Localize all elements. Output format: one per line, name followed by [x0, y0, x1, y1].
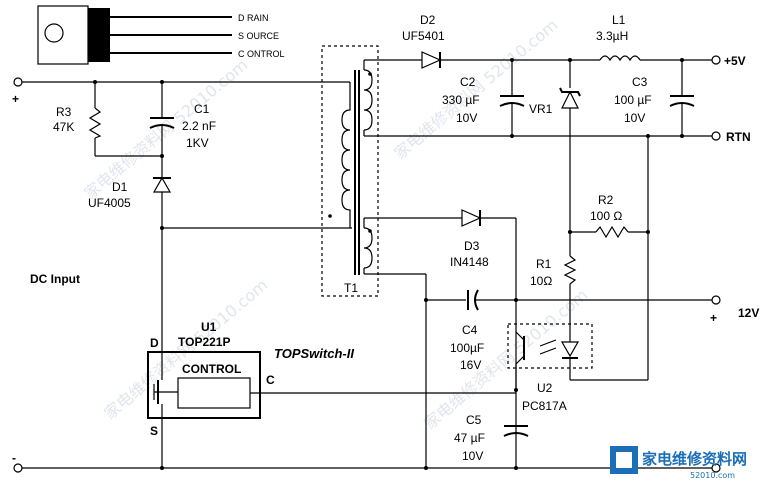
- c2-ref: C2: [460, 75, 476, 89]
- c4-voltage: 16V: [460, 358, 481, 372]
- u1-ref: U1: [201, 320, 217, 334]
- optocoupler-led: [560, 341, 580, 358]
- c5-ref: C5: [466, 413, 482, 427]
- logo-text: 家电维修资料网: [642, 450, 747, 468]
- r2-resistor: [595, 225, 629, 239]
- l1-value: 3.3µH: [596, 29, 628, 43]
- t1-ref: T1: [344, 281, 358, 295]
- u1-part: TOP221P: [178, 335, 230, 349]
- output-rtn-terminal: [711, 131, 721, 141]
- bias-supply: D3 IN4148 + 12V C4 100µF 16V R2 100 Ω R1…: [363, 193, 759, 468]
- watermark-text: 家电维修资料网 52010.com: [100, 275, 271, 423]
- input-minus-sign: -: [12, 451, 16, 465]
- input-plus-sign: +: [12, 92, 19, 106]
- u1-control-block: [177, 377, 251, 409]
- pin-source-label: S OURCE: [238, 31, 279, 41]
- l1-inductor: [599, 55, 641, 62]
- c2-voltage: 10V: [456, 111, 477, 125]
- c5-group: C5 47 µF 10V: [424, 413, 529, 470]
- d1-ref: D1: [112, 180, 128, 194]
- input-minus-terminal: [13, 463, 23, 473]
- c3-value: 100 µF: [614, 93, 652, 107]
- r1-ref: R1: [536, 257, 552, 271]
- output-12v-sign: +: [710, 311, 717, 325]
- output-5v-label: +5V: [724, 54, 746, 68]
- dc-input-label: DC Input: [30, 272, 80, 286]
- site-logo: 家电维修资料网 52010.com: [610, 446, 747, 480]
- output-rtn-label: RTN: [726, 130, 751, 144]
- u2-ref: U2: [537, 381, 553, 395]
- d2-diode: [421, 51, 442, 69]
- r3-ref: R3: [56, 105, 72, 119]
- r3-value: 47K: [53, 120, 74, 134]
- r2-value: 100 Ω: [590, 209, 622, 223]
- vr1-ref: VR1: [529, 102, 553, 116]
- d3-part: IN4148: [450, 255, 489, 269]
- optocoupler-u2: U2 PC817A: [507, 323, 648, 413]
- watermark-layer: 家电维修资料网 52010.com 家电维修资料网 52010.com 家电维修…: [80, 15, 591, 433]
- d3-diode: [461, 209, 482, 227]
- u1-pin-s: S: [150, 424, 158, 438]
- r2-ref: R2: [598, 193, 614, 207]
- c2-value: 330 µF: [442, 93, 480, 107]
- d1-part: UF4005: [88, 196, 131, 210]
- transformer-t1: T1: [321, 45, 379, 297]
- r1-value: 10Ω: [530, 274, 552, 288]
- u1-package: [147, 351, 261, 419]
- output-12v-label: 12V: [738, 306, 759, 320]
- u1-topswitch: D S C CONTROL U1 TOP221P TOPSwitch-II: [147, 320, 516, 470]
- c5-value: 47 µF: [454, 431, 485, 445]
- c5-voltage: 10V: [462, 449, 483, 463]
- d1-diode: [152, 176, 172, 193]
- input-rails: + -: [12, 77, 721, 473]
- c4-value: 100µF: [450, 341, 484, 355]
- to220-package: D RAIN S OURCE C ONTROL: [37, 5, 285, 65]
- input-plus-terminal: [13, 77, 23, 87]
- pin-drain-label: D RAIN: [238, 13, 269, 23]
- c1-value: 2.2 nF: [182, 119, 216, 133]
- c1-voltage: 1KV: [186, 136, 209, 150]
- u1-pin-d: D: [150, 336, 159, 350]
- logo-url: 52010.com: [690, 471, 735, 480]
- u1-pin-c: C: [266, 373, 275, 387]
- r1-resistor: [563, 255, 577, 285]
- topswitch-label: TOPSwitch-II: [274, 346, 354, 361]
- vr1-zener: [561, 90, 579, 109]
- c3-ref: C3: [632, 75, 648, 89]
- d2-ref: D2: [420, 13, 436, 27]
- u2-part: PC817A: [522, 399, 567, 413]
- u1-block-label: CONTROL: [182, 362, 241, 376]
- d2-part: UF5401: [402, 29, 445, 43]
- c3-voltage: 10V: [624, 111, 645, 125]
- l1-ref: L1: [612, 13, 626, 27]
- d3-ref: D3: [464, 239, 480, 253]
- secondary-output: D2 UF5401 L1 3.3µH +5V RTN C2 330 µF 10V…: [363, 13, 751, 380]
- output-12v-terminal: [711, 295, 721, 305]
- r3-resistor: [88, 107, 102, 139]
- output-5v-terminal: [711, 55, 721, 65]
- c4-ref: C4: [462, 323, 478, 337]
- snubber-network: R3 47K C1 2.2 nF 1KV D1 UF4005: [53, 80, 352, 340]
- watermark-text: 家电维修资料网 52010.com: [80, 55, 251, 203]
- c1-ref: C1: [194, 102, 210, 116]
- pin-control-label: C ONTROL: [238, 49, 285, 59]
